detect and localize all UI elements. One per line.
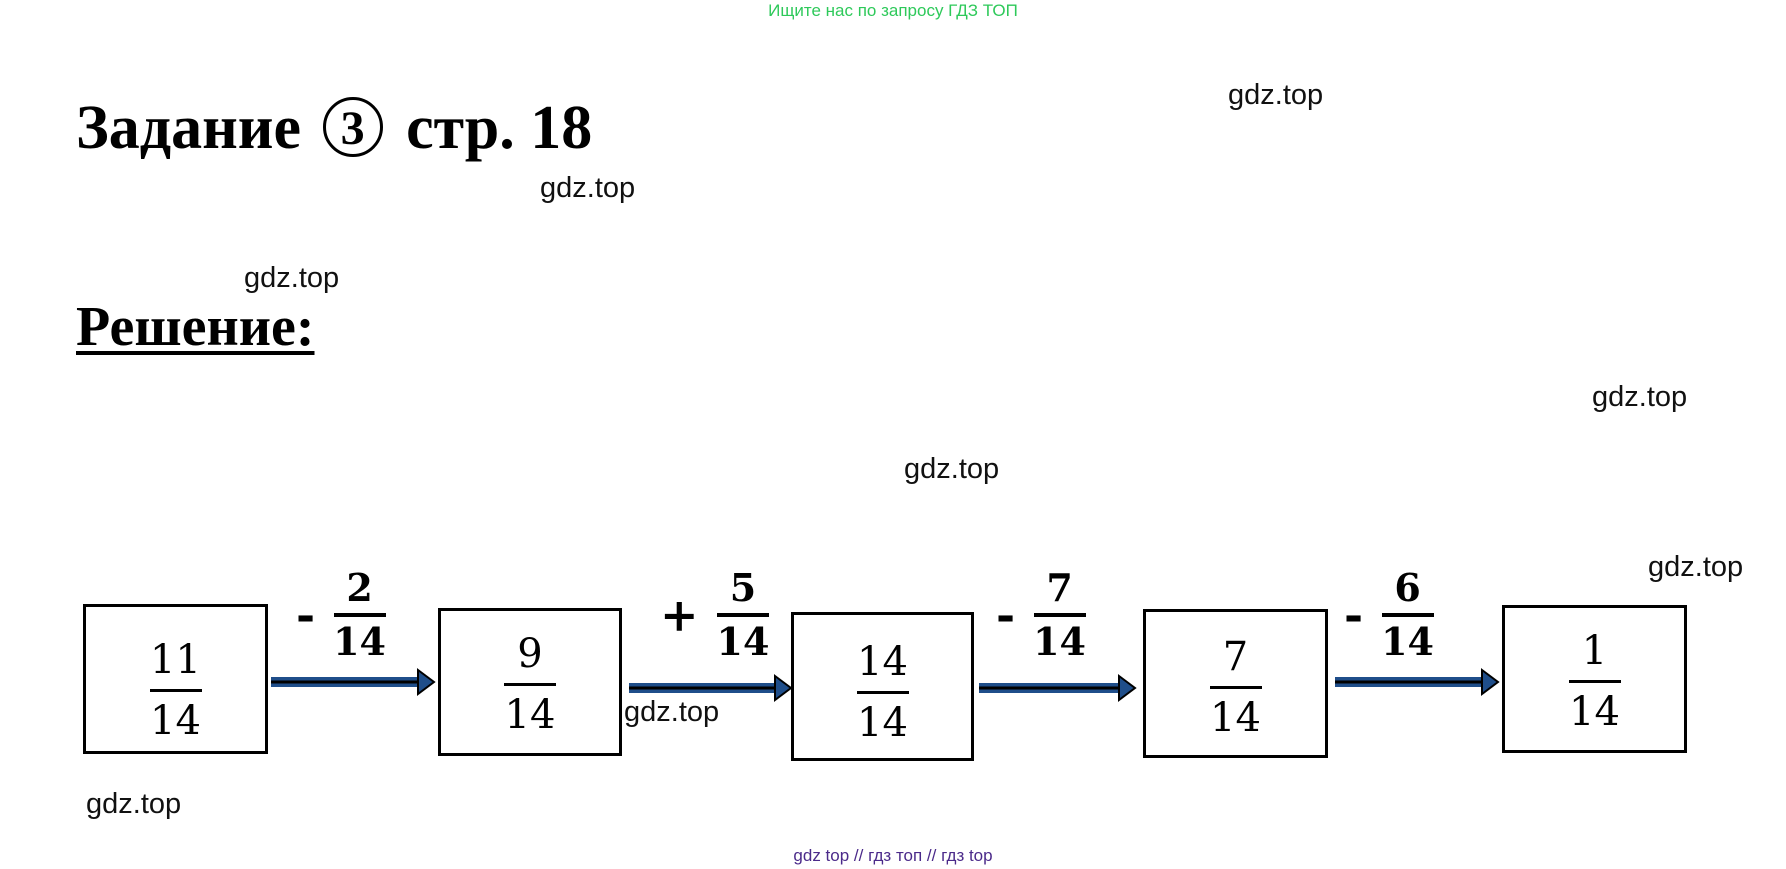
watermark: gdz.top <box>1592 381 1688 413</box>
numerator: 7 <box>1046 565 1073 610</box>
operation-3: - 7 14 <box>996 566 1086 664</box>
fraction-box-1: 11 14 <box>83 604 268 754</box>
watermark: gdz.top <box>904 453 1000 485</box>
operation-fraction: 6 14 <box>1381 566 1434 664</box>
fraction-box-5: 1 14 <box>1502 605 1687 753</box>
numerator: 7 <box>1222 634 1249 680</box>
fraction-bar <box>1381 613 1434 617</box>
fraction-box-3: 14 14 <box>791 612 974 761</box>
fraction-bar <box>716 613 769 617</box>
operation-sign: + <box>660 588 699 642</box>
fraction-bar <box>149 689 202 692</box>
arrow-1 <box>271 668 436 696</box>
title-page: стр. 18 <box>406 94 593 162</box>
denominator: 14 <box>1569 689 1620 735</box>
denominator: 14 <box>333 619 386 664</box>
footer-links: gdz top // гдз топ // гдз top <box>793 846 993 865</box>
fraction-bar <box>856 691 909 694</box>
denominator: 14 <box>504 692 556 738</box>
denominator: 14 <box>1381 619 1434 664</box>
fraction-bar <box>333 613 386 617</box>
numerator: 1 <box>1581 628 1608 674</box>
top-banner: Ищите нас по запросу ГДЗ ТОП <box>768 1 1018 20</box>
arrow-3 <box>979 674 1137 702</box>
fraction-bar <box>504 683 556 686</box>
fraction: 7 14 <box>1146 632 1325 743</box>
denominator: 14 <box>857 700 908 746</box>
operation-2: + 5 14 <box>660 566 769 664</box>
numerator: 6 <box>1394 565 1421 610</box>
arrow-2 <box>629 674 793 702</box>
operation-1: - 2 14 <box>296 566 386 664</box>
operation-sign: - <box>296 588 316 642</box>
watermark: gdz.top <box>540 172 636 204</box>
denominator: 14 <box>150 698 201 744</box>
numerator: 9 <box>517 631 543 677</box>
operation-fraction: 2 14 <box>333 566 386 664</box>
fraction-box-4: 7 14 <box>1143 609 1328 758</box>
fraction: 9 14 <box>441 629 619 740</box>
numerator: 14 <box>857 639 908 685</box>
numerator: 11 <box>150 637 201 683</box>
operation-fraction: 7 14 <box>1033 566 1086 664</box>
page-title: Задание 3 стр. 18 <box>76 93 592 163</box>
fraction-bar <box>1209 686 1262 689</box>
task-number-circle: 3 <box>322 97 383 157</box>
operation-sign: - <box>1344 588 1364 642</box>
numerator: 5 <box>729 565 757 610</box>
watermark: gdz.top <box>86 788 182 820</box>
fraction-box-2: 9 14 <box>438 608 622 756</box>
fraction: 14 14 <box>794 637 971 748</box>
fraction-bar <box>1568 680 1621 683</box>
solution-heading: Решение: <box>76 296 315 358</box>
fraction: 1 14 <box>1505 626 1684 737</box>
watermark: gdz.top <box>1648 551 1744 583</box>
watermark: gdz.top <box>624 696 720 728</box>
denominator: 14 <box>1210 695 1261 741</box>
fraction-bar <box>1033 613 1086 617</box>
operation-fraction: 5 14 <box>717 566 770 664</box>
operation-sign: - <box>996 588 1016 642</box>
watermark: gdz.top <box>244 262 340 294</box>
fraction: 11 14 <box>86 635 265 746</box>
arrow-4 <box>1335 668 1500 696</box>
denominator: 14 <box>716 619 770 664</box>
watermark: gdz.top <box>1228 79 1324 111</box>
denominator: 14 <box>1033 619 1086 664</box>
numerator: 2 <box>346 565 373 610</box>
operation-4: - 6 14 <box>1344 566 1434 664</box>
title-prefix: Задание <box>76 94 302 162</box>
